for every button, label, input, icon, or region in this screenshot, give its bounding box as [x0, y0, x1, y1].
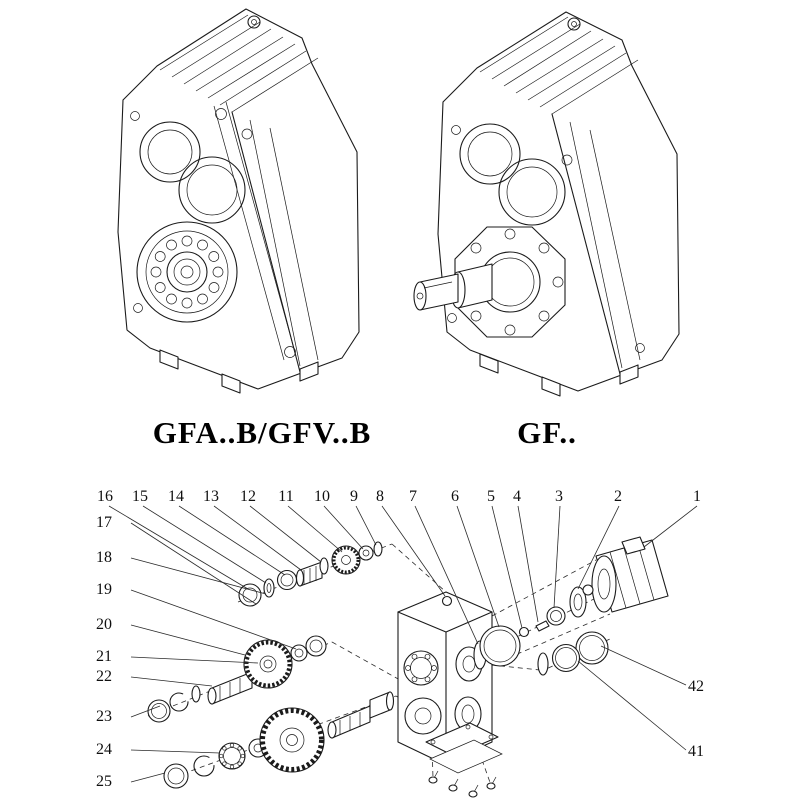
callout-41: 41	[688, 743, 704, 760]
callout-3: 3	[555, 488, 563, 505]
gear-housing	[397, 591, 493, 765]
callout-11: 11	[278, 488, 293, 505]
callout-15: 15	[132, 488, 148, 505]
callout-25: 25	[96, 773, 112, 790]
right-gearbox-drawing	[413, 11, 680, 397]
exploded-view: 16 15 14 13 12 11 10 9 8 7 6 5 4 3 2 1 1…	[96, 488, 704, 798]
callout-1: 1	[693, 488, 701, 505]
callout-6: 6	[451, 488, 459, 505]
inspection-cover-parts	[425, 722, 503, 798]
output-bearing	[136, 221, 238, 323]
left-gearbox-drawing	[117, 8, 360, 394]
left-model-label: GFA..B/GFV..B	[153, 415, 372, 450]
callout-4: 4	[513, 488, 521, 505]
input-shaft-parts	[238, 541, 383, 607]
callout-2: 2	[614, 488, 622, 505]
callout-21: 21	[96, 648, 112, 665]
model-labels: GFA..B/GFV..B GF..	[153, 415, 577, 450]
cooling-fins	[159, 14, 319, 113]
callout-14: 14	[168, 488, 184, 505]
callout-23: 23	[96, 708, 112, 725]
callout-18: 18	[96, 549, 112, 566]
output-flange-shaft	[413, 226, 566, 338]
output-bearing-exploded	[218, 742, 246, 770]
input-adapter-parts	[473, 586, 609, 676]
callout-22: 22	[96, 668, 112, 685]
cooling-fins	[479, 16, 639, 115]
callout-17: 17	[96, 514, 112, 531]
callout-numbers: 16 15 14 13 12 11 10 9 8 7 6 5 4 3 2 1 1…	[96, 488, 704, 790]
callout-20: 20	[96, 616, 112, 633]
callout-8: 8	[376, 488, 384, 505]
callout-42: 42	[688, 678, 704, 695]
intermediate-shaft-parts	[147, 635, 327, 723]
callout-5: 5	[487, 488, 495, 505]
callout-16: 16	[97, 488, 113, 505]
right-model-label: GF..	[517, 415, 577, 450]
callout-10: 10	[314, 488, 330, 505]
callout-19: 19	[96, 581, 112, 598]
callout-13: 13	[203, 488, 219, 505]
callout-7: 7	[409, 488, 417, 505]
output-shaft-parts	[163, 691, 395, 789]
callout-12: 12	[240, 488, 256, 505]
motor	[582, 536, 669, 613]
callout-24: 24	[96, 741, 112, 758]
callout-9: 9	[350, 488, 358, 505]
leader-lines	[108, 505, 698, 783]
